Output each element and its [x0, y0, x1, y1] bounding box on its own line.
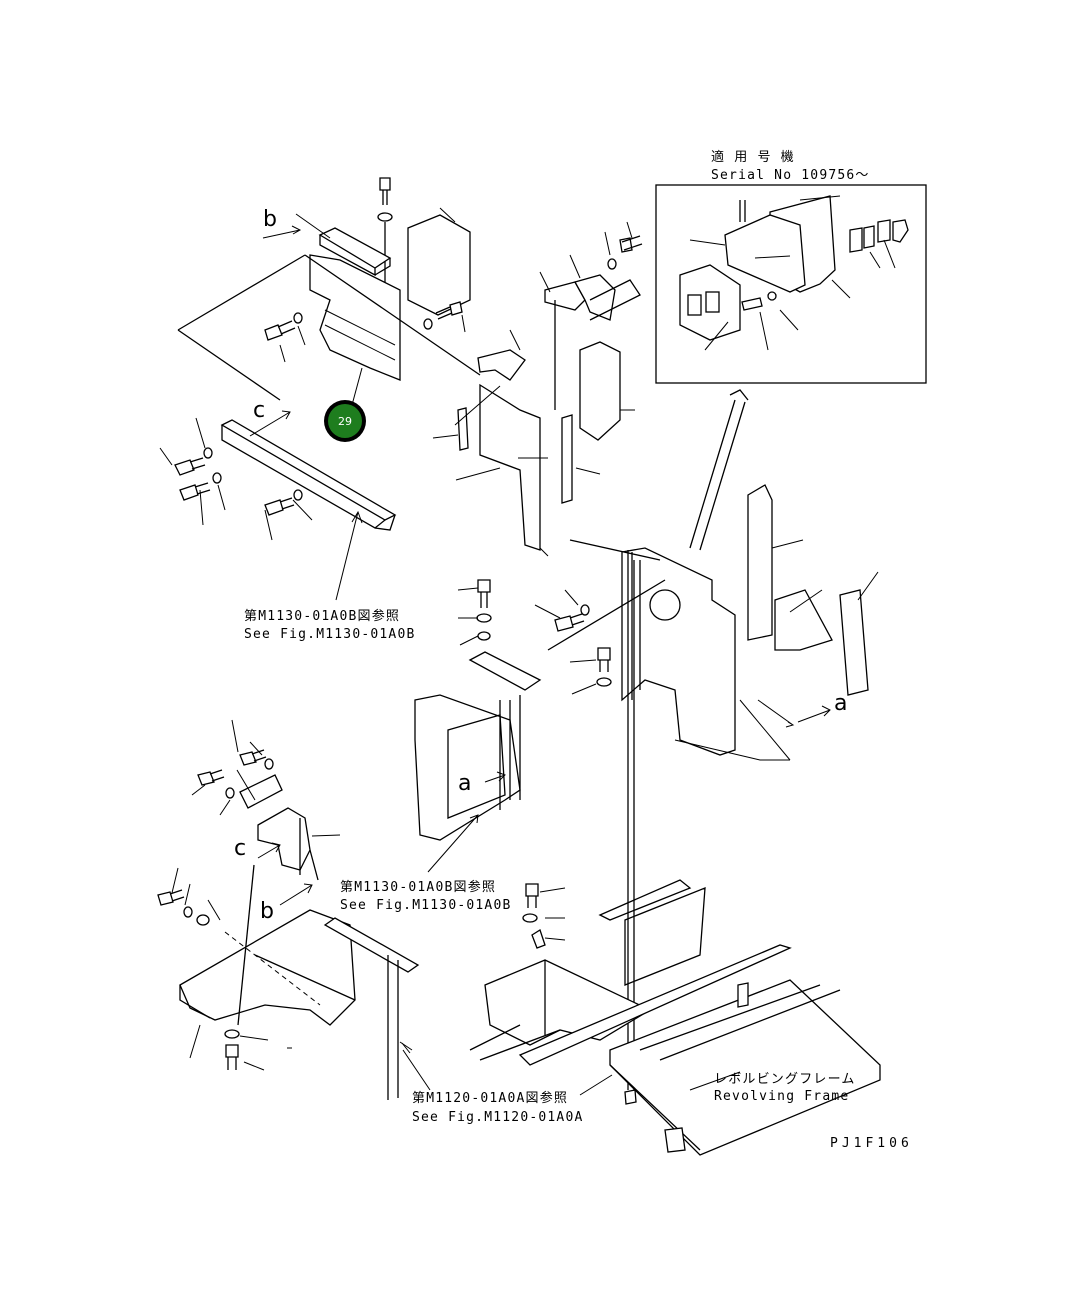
view-c-upper: c: [249, 398, 291, 437]
serial-label-jp: 適 用 号 機: [711, 149, 795, 165]
view-letter-b2: b: [260, 899, 274, 924]
fig-ref-3: 第M1120-01A0A図参照 See Fig.M1120-01A0A: [412, 1090, 584, 1125]
serial-inset: 適 用 号 機 Serial No 109756～: [655, 149, 927, 384]
view-letter-c1: c: [253, 398, 265, 423]
top-left-cluster: [177, 177, 481, 401]
view-letter-b1: b: [263, 207, 277, 232]
fig-ref-1: 第M1130-01A0B図参照 See Fig.M1130-01A0B: [244, 608, 416, 642]
side-plate-cluster: [534, 484, 879, 1090]
fig-ref-2: 第M1130-01A0B図参照 See Fig.M1130-01A0B: [340, 879, 512, 913]
view-b-lower: b: [260, 883, 313, 924]
frame-label-jp: レボルビングフレーム: [714, 1072, 856, 1087]
frame-label: レボルビングフレーム Revolving Frame: [714, 1072, 856, 1104]
callout-number: 29: [338, 415, 352, 428]
serial-label-en: Serial No 109756～: [711, 168, 870, 183]
callout-badge: 29: [324, 367, 366, 442]
view-letter-c2: c: [234, 836, 246, 861]
ref2-en: See Fig.M1130-01A0B: [340, 898, 512, 913]
view-c-lower: c: [234, 836, 281, 1026]
center-frame: a: [414, 579, 542, 873]
ref2-jp: 第M1130-01A0B図参照: [340, 879, 496, 895]
upper-middle-cluster: [432, 221, 643, 557]
ref3-en: See Fig.M1120-01A0A: [412, 1110, 584, 1125]
frame-label-en: Revolving Frame: [714, 1089, 849, 1104]
view-letter-a1: a: [834, 691, 847, 716]
drawing-code: PJ1F106: [830, 1136, 913, 1151]
view-b-upper: b: [262, 207, 302, 239]
left-bar-bracket: [159, 417, 397, 601]
revolving-frame: [469, 879, 881, 1156]
ref1-en: See Fig.M1130-01A0B: [244, 627, 416, 642]
ref3-jp: 第M1120-01A0A図参照: [412, 1090, 568, 1106]
arrow-to-inset: [689, 389, 749, 551]
view-letter-a2: a: [458, 771, 471, 796]
view-a-right: a: [797, 691, 847, 723]
ref1-jp: 第M1130-01A0B図参照: [244, 608, 400, 624]
lower-left-cluster: [157, 719, 431, 1100]
